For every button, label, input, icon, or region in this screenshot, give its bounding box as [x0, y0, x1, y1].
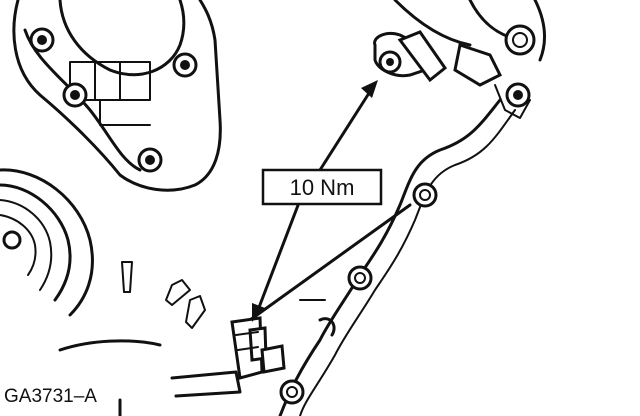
cover-bolt: [347, 265, 373, 291]
torque-value-label: 10 Nm: [290, 175, 355, 200]
timing-key: [121, 261, 133, 293]
upper-left-housing: [12, 0, 222, 192]
crankshaft-pulley: [0, 168, 94, 317]
housing-bolt: [29, 27, 55, 53]
front-cover-outline: [248, 0, 546, 416]
torque-callout-box: 10 Nm: [261, 168, 383, 206]
torque-leader-lines: [252, 80, 378, 322]
crankshaft-sensor: [230, 316, 286, 380]
housing-bolt: [137, 147, 163, 173]
cover-bolt: [504, 24, 536, 56]
cover-bolt: [412, 182, 438, 208]
housing-bolt: [62, 82, 88, 108]
housing-bolt: [172, 52, 198, 78]
timing-key: [165, 279, 191, 306]
cover-bolt: [494, 82, 531, 119]
arrowhead-down: [252, 303, 265, 322]
camshaft-sensor: [373, 30, 503, 87]
cover-bolt: [279, 379, 305, 405]
timing-key: [185, 295, 206, 329]
figure-id-label: GA3731–A: [4, 386, 97, 407]
arrowhead-up: [361, 80, 378, 98]
lower-bracket: [58, 339, 242, 416]
